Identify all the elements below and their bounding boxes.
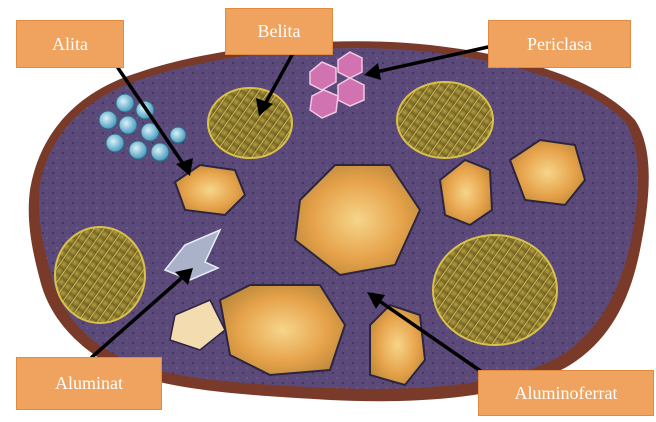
belita-grain (397, 82, 493, 158)
sphere (99, 111, 117, 129)
belita-grain (55, 227, 145, 323)
label-periclasa: Periclasa (488, 20, 631, 68)
belita-grain (433, 235, 557, 345)
belita-grain (208, 88, 292, 158)
sphere (129, 141, 147, 159)
label-aluminat: Aluminat (16, 357, 162, 410)
sphere (116, 94, 134, 112)
label-belita: Belita (225, 8, 333, 55)
sphere (151, 143, 169, 161)
sphere (106, 134, 124, 152)
sphere (170, 127, 186, 143)
label-aluminoferrat: Aluminoferrat (478, 370, 654, 416)
sphere (119, 116, 137, 134)
label-alita: Alita (16, 20, 124, 68)
